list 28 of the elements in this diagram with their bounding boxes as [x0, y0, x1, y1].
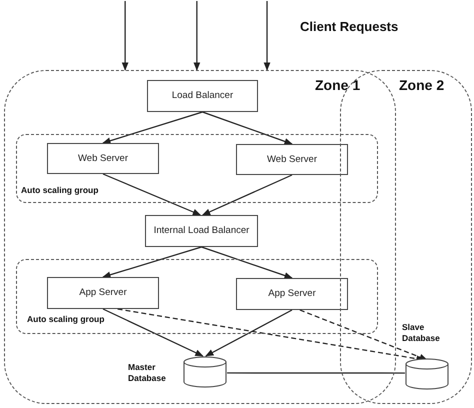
arrow — [102, 246, 202, 278]
arrow — [122, 1, 128, 71]
group-label: Auto scaling group — [21, 185, 98, 195]
arrow — [201, 246, 293, 279]
zone-title: Zone 1 — [315, 77, 360, 93]
group-boundary — [16, 134, 378, 203]
process-box: Web Server — [47, 143, 159, 174]
process-box: App Server — [47, 277, 159, 309]
group-boundary — [16, 259, 378, 334]
process-box: App Server — [236, 278, 348, 310]
process-box: Web Server — [236, 144, 348, 175]
arrow — [264, 1, 270, 71]
arrow — [202, 174, 292, 216]
database-label: Slave Database — [402, 322, 441, 344]
process-box: Internal Load Balancer — [145, 215, 258, 247]
zone-title: Zone 2 — [399, 77, 444, 93]
arrow — [102, 111, 203, 144]
arrow — [194, 1, 200, 71]
arrow — [102, 308, 204, 357]
arrow — [205, 309, 292, 357]
arrow — [102, 173, 202, 216]
group-label: Auto scaling group — [27, 314, 104, 324]
database-label: Master Database — [128, 362, 167, 384]
arrow — [300, 309, 428, 360]
process-box: Load Balancer — [147, 80, 258, 112]
zone-boundary — [4, 70, 396, 404]
heading-label: Client Requests — [300, 19, 398, 34]
arrow — [202, 111, 293, 145]
